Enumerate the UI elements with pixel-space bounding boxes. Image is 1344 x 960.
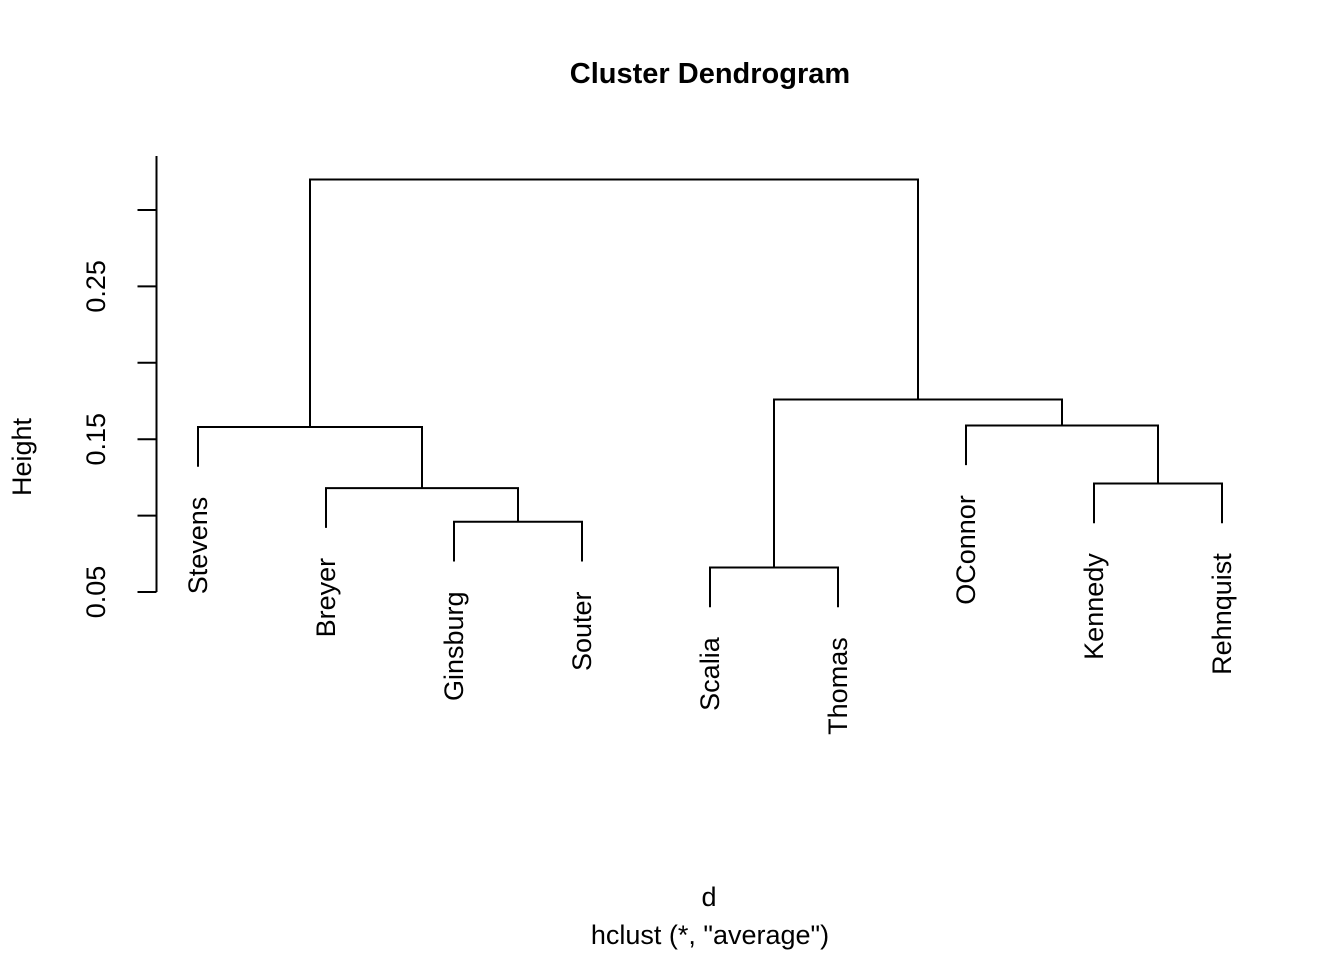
leaf-label-stevens: Stevens: [183, 497, 213, 595]
branch-kr: [1093, 482, 1223, 524]
caption-data-name: d: [701, 882, 717, 912]
branch-okr: [965, 424, 1159, 484]
caption-method: hclust (*, "average"): [590, 920, 830, 950]
branch-gs: [453, 520, 583, 562]
leaf-label-scalia: Scalia: [695, 636, 725, 711]
leaf-label-ginsburg: Ginsburg: [439, 591, 469, 701]
leaf-label-rehnquist: Rehnquist: [1207, 553, 1237, 675]
leaf-label-thomas: Thomas: [823, 637, 853, 735]
leaf-label-oconnor: OConnor: [951, 495, 981, 605]
y-tick-label: 0.05: [81, 566, 111, 619]
leaf-label-breyer: Breyer: [311, 558, 341, 638]
chart-title: Cluster Dendrogram: [569, 58, 851, 90]
y-axis-title: Height: [7, 417, 37, 496]
branch-root: [309, 178, 919, 427]
leaf-label-souter: Souter: [567, 591, 597, 671]
branch-st: [709, 566, 839, 608]
y-tick-label: 0.25: [81, 260, 111, 313]
leaf-label-kennedy: Kennedy: [1079, 553, 1109, 660]
y-tick-label: 0.15: [81, 413, 111, 466]
branch-left: [197, 425, 423, 489]
